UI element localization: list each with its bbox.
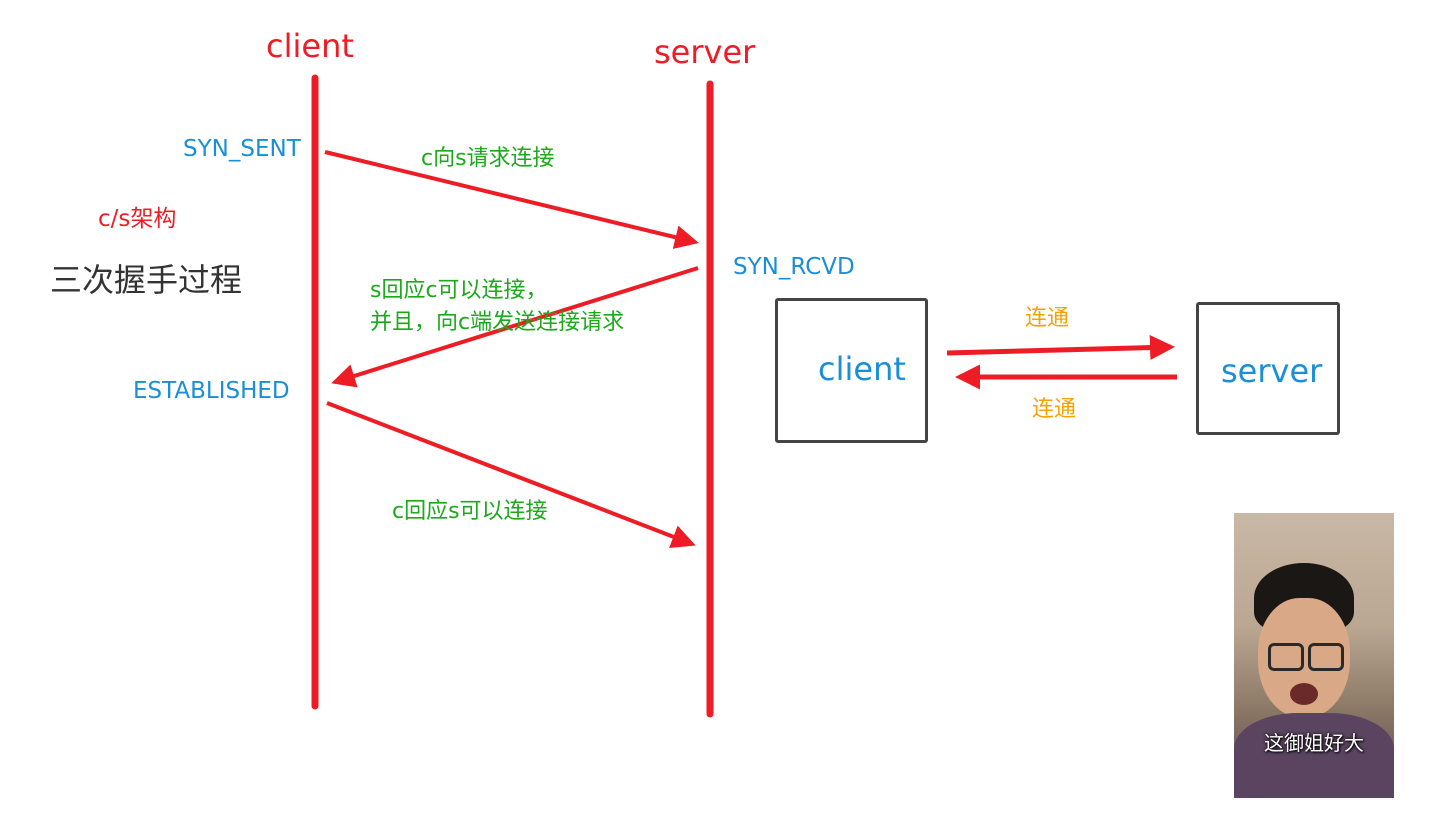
ack-arrow: [326, 401, 696, 548]
glasses-icon-right: [1308, 643, 1344, 671]
server-lifeline-title: server: [654, 33, 756, 71]
client-lifeline-title: client: [266, 27, 354, 65]
cs-architecture-note: c/s架构: [98, 206, 177, 232]
glasses-icon-left: [1268, 643, 1304, 671]
client-box-label: client: [818, 350, 906, 388]
client-box: client: [775, 298, 928, 443]
server-box: server: [1196, 302, 1340, 435]
link-label-top: 连通: [1025, 306, 1070, 331]
message-syn-ack-label-line2: 并且，向c端发送连接请求: [370, 310, 625, 335]
state-syn-rcvd: SYN_RCVD: [733, 254, 855, 280]
webcam-caption: 这御姐好大: [1264, 731, 1364, 755]
message-syn-ack-label-line1: s回应c可以连接，: [370, 278, 548, 303]
message-ack-label: c回应s可以连接: [392, 499, 548, 524]
state-established: ESTABLISHED: [133, 378, 290, 404]
link-arrow-right: [946, 335, 1175, 361]
server-box-label: server: [1221, 352, 1323, 390]
webcam-shirt: [1234, 713, 1394, 798]
syn-arrow: [324, 150, 699, 249]
link-label-bottom: 连通: [1032, 397, 1077, 422]
state-syn-sent: SYN_SENT: [183, 136, 301, 162]
handshake-title: 三次握手过程: [50, 261, 243, 299]
message-syn-label: c向s请求连接: [421, 146, 555, 171]
webcam-mouth: [1290, 683, 1318, 705]
syn-ack-arrow: [331, 266, 699, 388]
webcam-overlay: 这御姐好大: [1234, 513, 1394, 798]
